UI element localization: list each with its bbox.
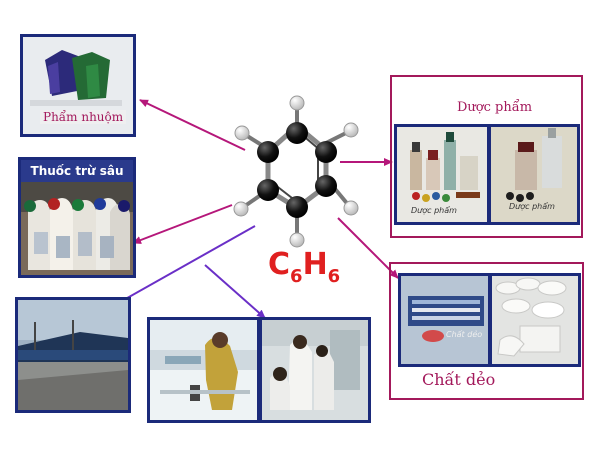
factory-photo bbox=[18, 300, 128, 410]
hydrogen-atom bbox=[343, 122, 359, 138]
dyes-caption: Phẩm nhuộm bbox=[40, 110, 127, 124]
arrow-to-lab-branch bbox=[204, 264, 266, 319]
plastics-photo-2-frame bbox=[488, 273, 581, 367]
formula-h: H bbox=[302, 247, 328, 282]
lab-photo-1 bbox=[150, 320, 257, 420]
carbon-atom bbox=[315, 141, 337, 163]
formula-c-subscript: 6 bbox=[290, 266, 303, 287]
formula-c: C bbox=[268, 247, 291, 282]
pharma-photo-1-caption: Dược phẩm bbox=[411, 206, 457, 215]
pharma-photo-2-frame bbox=[488, 124, 580, 225]
benzene-molecule bbox=[233, 95, 359, 248]
dyes-panel bbox=[20, 34, 136, 137]
benzene-formula: C6H6 bbox=[268, 247, 340, 286]
pharma-photo-1 bbox=[397, 127, 487, 222]
plastics-panel bbox=[389, 262, 584, 400]
hydrogen-atom bbox=[289, 232, 305, 248]
arrow-to-plastics bbox=[337, 217, 399, 279]
plastics-photo-2 bbox=[490, 276, 578, 364]
factory-panel bbox=[15, 297, 131, 413]
hydrogen-atom bbox=[234, 125, 250, 141]
carbon-atom bbox=[315, 175, 337, 197]
carbon-atom bbox=[257, 179, 279, 201]
arrow-to-pesticide bbox=[132, 204, 233, 244]
arrow-to-dyes bbox=[139, 99, 246, 151]
pesticide-title: Thuốc trừ sâu bbox=[21, 160, 133, 182]
pharma-title: Dược phẩm bbox=[457, 100, 533, 115]
pesticide-photo bbox=[21, 182, 133, 275]
plastics-photo-1 bbox=[401, 276, 489, 364]
lab-panel-2 bbox=[259, 317, 371, 423]
pharma-photo-2-caption: Dược phẩm bbox=[509, 202, 555, 211]
hydrogen-atom bbox=[289, 95, 305, 111]
pharma-photo-2 bbox=[491, 127, 577, 222]
plastics-photo-1-frame bbox=[398, 273, 492, 367]
lab-photo-2 bbox=[262, 320, 368, 420]
plastics-photo-caption: Chất dẻo bbox=[446, 330, 483, 339]
pharma-panel bbox=[390, 75, 583, 238]
lab-panel-1 bbox=[147, 317, 260, 423]
carbon-atom bbox=[257, 141, 279, 163]
plastics-caption: Chất dẻo bbox=[422, 370, 496, 389]
carbon-atom bbox=[286, 196, 308, 218]
hydrogen-atom bbox=[233, 201, 249, 217]
hydrogen-atom bbox=[343, 200, 359, 216]
pesticide-panel bbox=[18, 157, 136, 278]
carbon-atom bbox=[286, 122, 308, 144]
formula-h-subscript: 6 bbox=[327, 266, 341, 287]
